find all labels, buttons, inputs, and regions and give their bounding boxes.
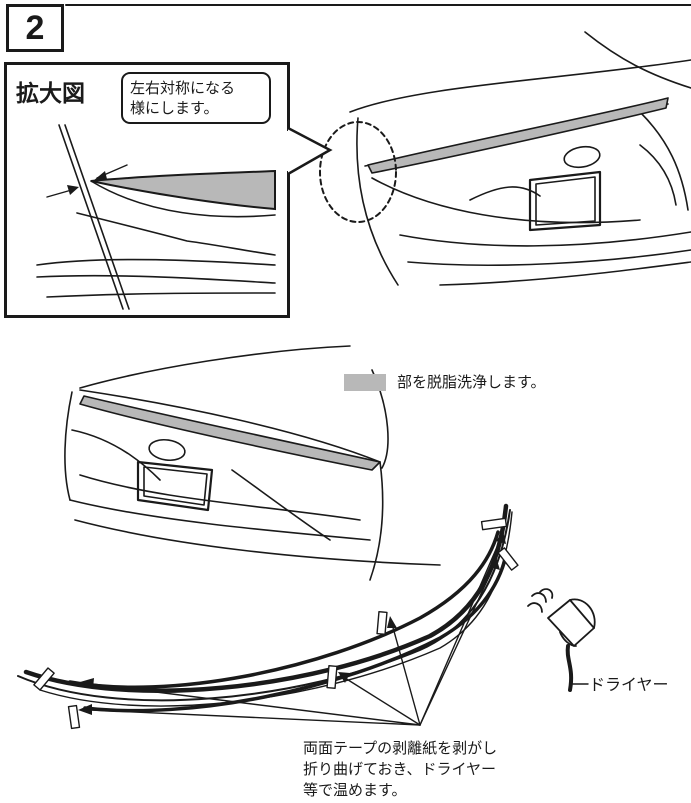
tape-leader-lines — [89, 539, 501, 726]
degrease-legend-text: 部を脱脂洗浄します。 — [397, 373, 546, 391]
symmetry-callout: 左右対称になる 様にします。 — [121, 72, 271, 124]
step-number-box: 2 — [6, 4, 64, 52]
dryer-label: ドライヤー — [589, 675, 669, 694]
zoom-title: 拡大図 — [16, 81, 85, 107]
degrease-swatch — [344, 374, 386, 391]
tape-arrowheads — [78, 531, 506, 715]
zoom-detail-art — [36, 124, 276, 310]
instruction-line-2: 折り曲げておき、ドライヤー — [303, 760, 497, 778]
dryer-icon — [527, 588, 596, 692]
instruction-line-1: 両面テープの剥離紙を剥がし — [303, 739, 498, 757]
callout-line-1: 左右対称になる — [130, 79, 236, 97]
car-rear-middle — [64, 345, 441, 581]
zoom-detail-box: 拡大図 左右対称になる 様にします。 — [4, 62, 290, 318]
spoiler-part — [17, 503, 513, 713]
tape-tabs — [33, 517, 519, 730]
step-number: 2 — [25, 9, 45, 47]
degrease-strip-top — [367, 97, 669, 174]
instruction-line-3: 等で温めます。 — [303, 781, 407, 799]
callout-line-2: 様にします。 — [130, 99, 219, 117]
degrease-strip-middle — [79, 395, 381, 471]
